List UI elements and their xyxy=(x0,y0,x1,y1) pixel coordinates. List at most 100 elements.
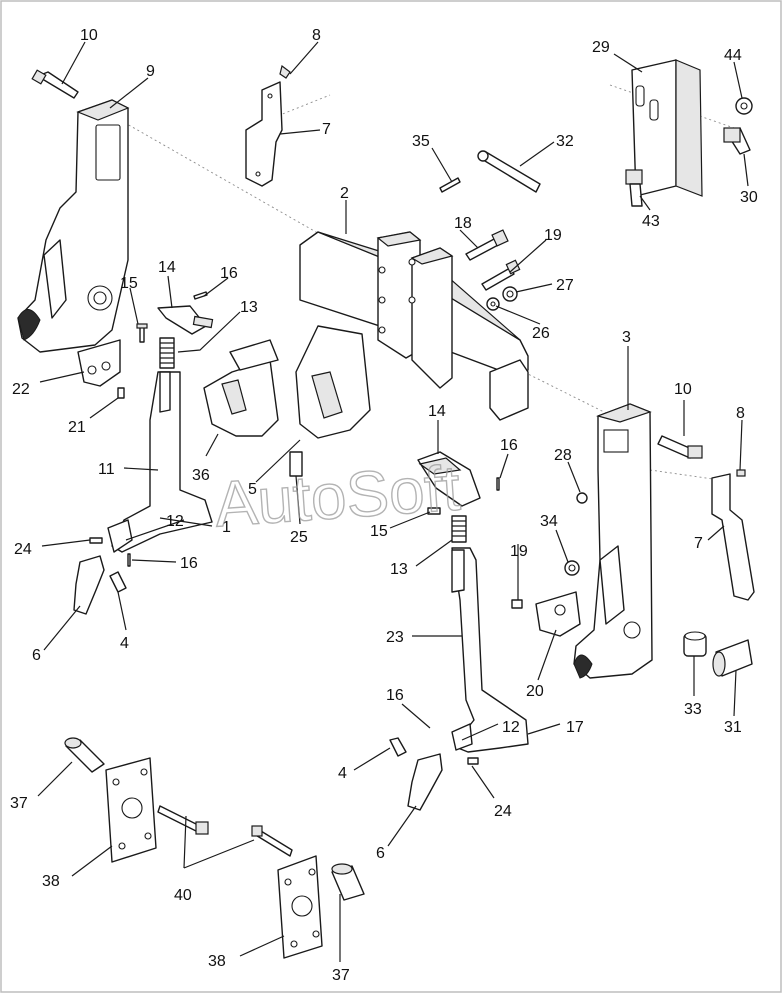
callout-40: 40 xyxy=(174,887,192,904)
bolt-43-part xyxy=(625,169,643,207)
callout-15: 15 xyxy=(120,275,138,292)
callout-labels: 10 9 8 7 29 44 35 32 2 30 43 18 19 14 16… xyxy=(10,27,758,984)
callout-13: 13 xyxy=(240,299,258,316)
callout-4: 4 xyxy=(338,765,347,782)
plate-38-left-part xyxy=(105,757,157,863)
clip-34-part xyxy=(564,560,580,576)
callout-27: 27 xyxy=(556,277,574,294)
callout-24: 24 xyxy=(14,541,32,558)
hook-bracket-left-part xyxy=(17,99,130,353)
pin-16-right-part xyxy=(496,477,500,491)
bolt-21-part xyxy=(117,387,125,399)
pin-31-part xyxy=(712,639,753,677)
leader-lines xyxy=(37,41,749,962)
callout-16: 16 xyxy=(386,687,404,704)
bolt-30-part xyxy=(723,127,751,155)
callout-36: 36 xyxy=(192,467,210,484)
bolt-40-b-part xyxy=(251,825,293,857)
latch-14-right-part xyxy=(417,451,481,507)
callout-20: 20 xyxy=(526,683,544,700)
callout-24: 24 xyxy=(494,803,512,820)
callout-15: 15 xyxy=(370,523,388,540)
pin-24-left-part xyxy=(89,537,103,544)
slider-22-part xyxy=(77,339,121,387)
bushing-33-part xyxy=(683,631,707,657)
callout-1: 1 xyxy=(222,519,231,536)
latch-14-left-part xyxy=(157,305,214,335)
callout-10: 10 xyxy=(674,381,692,398)
callout-14: 14 xyxy=(158,259,176,276)
callout-16: 16 xyxy=(220,265,238,282)
callout-7: 7 xyxy=(694,535,703,552)
slider-20-part xyxy=(535,591,581,637)
pin-16-left-part xyxy=(193,291,208,300)
pin-37-right-part xyxy=(331,863,365,901)
bolt-15-left-part xyxy=(136,323,148,343)
bolt-10-left-part xyxy=(31,69,79,99)
callout-19: 19 xyxy=(510,543,528,560)
callout-30: 30 xyxy=(740,189,758,206)
bolt-40-a-part xyxy=(157,805,209,835)
pin-24-right-part xyxy=(467,757,479,765)
pin-18-part xyxy=(465,229,509,261)
callout-3: 3 xyxy=(622,329,631,346)
drawbar-beam-part xyxy=(299,231,529,421)
jaw-5-part xyxy=(295,325,371,439)
bolt-15-right-part xyxy=(427,507,441,515)
pin-4-right-part xyxy=(389,737,407,757)
bracket-6-right-part xyxy=(407,753,443,811)
bolt-19-lower-part xyxy=(511,599,523,609)
callout-6: 6 xyxy=(32,647,41,664)
callout-12: 12 xyxy=(166,513,184,530)
nut-28-part xyxy=(576,492,588,504)
callout-23: 23 xyxy=(386,629,404,646)
plate-7-right-part xyxy=(711,473,755,601)
bolt-10-right-part xyxy=(657,435,703,459)
lever-23-part xyxy=(451,547,529,753)
pin-8-right-part xyxy=(736,469,746,477)
callout-31: 31 xyxy=(724,719,742,736)
callout-7: 7 xyxy=(322,121,331,138)
callout-37: 37 xyxy=(10,795,28,812)
callout-12: 12 xyxy=(502,719,520,736)
callout-19: 19 xyxy=(544,227,562,244)
callout-34: 34 xyxy=(540,513,558,530)
callout-29: 29 xyxy=(592,39,610,56)
callout-6: 6 xyxy=(376,845,385,862)
callout-4: 4 xyxy=(120,635,129,652)
autosoft-watermark: AutoSoft xyxy=(212,451,462,540)
plate-38-right-part xyxy=(277,855,323,959)
callout-35: 35 xyxy=(412,133,430,150)
callout-11: 11 xyxy=(98,461,115,478)
callout-43: 43 xyxy=(642,213,660,230)
pin-19-upper-part xyxy=(481,259,521,291)
pin-37-left-part xyxy=(64,737,105,773)
callout-25: 25 xyxy=(290,529,308,546)
callout-33: 33 xyxy=(684,701,702,718)
callout-32: 32 xyxy=(556,133,574,150)
pin-16-lower-left-part xyxy=(127,553,131,567)
callout-8: 8 xyxy=(736,405,745,422)
callout-17: 17 xyxy=(566,719,584,736)
callout-21: 21 xyxy=(68,419,86,436)
spring-13-right-part xyxy=(451,515,467,543)
callout-14: 14 xyxy=(428,403,446,420)
lever-11-part xyxy=(107,371,213,553)
callout-16: 16 xyxy=(180,555,198,572)
callout-8: 8 xyxy=(312,27,321,44)
pin-4-left-part xyxy=(109,571,127,593)
callout-37: 37 xyxy=(332,967,350,984)
spring-13-left-part xyxy=(159,337,175,369)
washer-26-part xyxy=(486,297,500,311)
callout-5: 5 xyxy=(248,481,257,498)
callout-38: 38 xyxy=(208,953,226,970)
callout-9: 9 xyxy=(146,63,155,80)
nut-44-part xyxy=(735,97,753,115)
callout-16: 16 xyxy=(500,437,518,454)
callout-28: 28 xyxy=(554,447,572,464)
cotter-pin-35-part xyxy=(439,177,461,193)
callout-10: 10 xyxy=(80,27,98,44)
alignment-lines xyxy=(119,84,741,481)
